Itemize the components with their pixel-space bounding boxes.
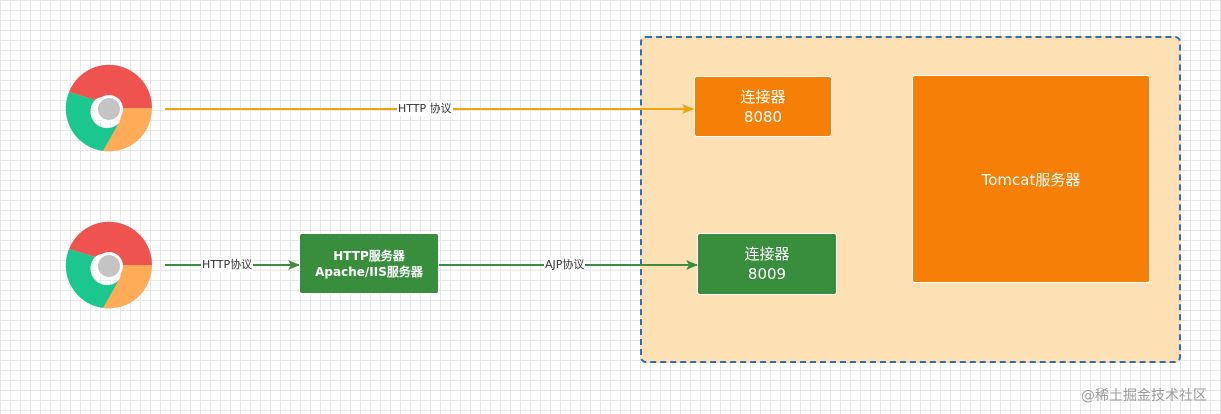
chrome-browser-icon [65, 221, 153, 309]
http-server-line1: HTTP服务器 [333, 248, 405, 263]
edge-label-http-protocol-top: HTTP 协议 [397, 102, 453, 116]
edge-label-ajp-protocol: AJP协议 [544, 258, 586, 272]
edge-label-http-protocol-bottom: HTTP协议 [201, 258, 254, 272]
connector-8080-title: 连接器 [740, 87, 786, 106]
connector-8080-node: 连接器 8080 [694, 76, 832, 137]
connector-8009-node: 连接器 8009 [697, 233, 837, 295]
watermark-text: @稀土掘金技术社区 [1081, 388, 1207, 404]
http-server-line2: Apache/IIS服务器 [315, 264, 423, 279]
tomcat-server-node: Tomcat服务器 [912, 75, 1150, 283]
chrome-browser-icon [65, 64, 153, 152]
connector-8009-title: 连接器 [744, 245, 790, 263]
tomcat-server-label: Tomcat服务器 [981, 170, 1081, 189]
http-server-node: HTTP服务器 Apache/IIS服务器 [299, 233, 439, 294]
connector-8080-port: 8080 [743, 107, 783, 126]
connector-8009-port: 8009 [747, 265, 787, 283]
